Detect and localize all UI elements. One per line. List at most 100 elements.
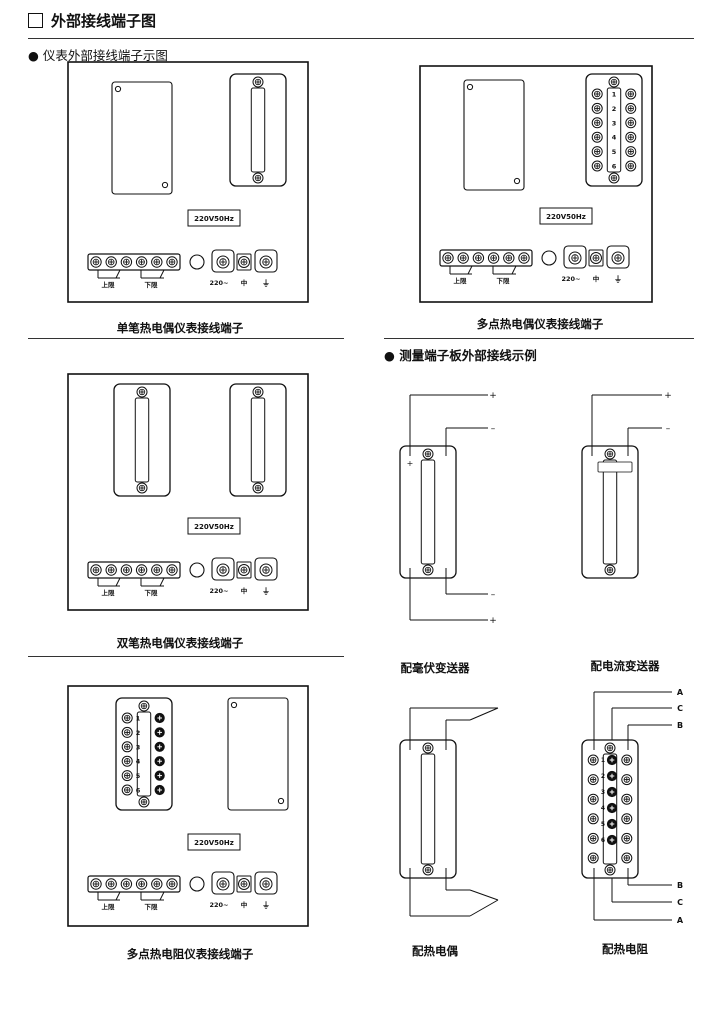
terminal-screw-ring (254, 388, 262, 396)
terminal-screw-ring (168, 258, 176, 266)
terminal-number: 5 (601, 821, 605, 828)
signal-terminal-strip (87, 875, 181, 893)
terminal-letter: B (677, 721, 683, 730)
terminal-screw-ring (623, 756, 630, 764)
terminal-screw-ring (606, 566, 614, 574)
terminal-number: 2 (136, 729, 141, 737)
shunt-bridge (597, 461, 633, 473)
terminal-screw-ring (107, 880, 115, 888)
terminal-screw-ring (424, 866, 432, 874)
wire (469, 889, 499, 901)
limit-wire (467, 265, 473, 275)
terminal-screw-ring (606, 450, 614, 458)
signal-terminal-strip (87, 561, 181, 579)
terminal-number: 2 (601, 773, 605, 780)
cover-screw (114, 85, 122, 93)
terminal-screw-ring (623, 854, 630, 862)
page-title: 外部接线端子图 (51, 12, 157, 30)
indicator-lamp (189, 876, 205, 892)
terminal-screw-ring (124, 729, 131, 736)
caption-multipoint-tc: 多点热电偶仪表接线端子 (476, 317, 604, 331)
terminal-screw-ring (153, 566, 161, 574)
terminal-slot (420, 459, 436, 565)
terminal-screw-ring (606, 866, 614, 874)
terminal-screw-ring (590, 854, 597, 862)
terminal-slot (250, 87, 266, 173)
terminal-screw-ring (594, 90, 601, 98)
terminal-screw-ring (627, 148, 634, 155)
rating-plate (187, 833, 241, 851)
terminal-screw-ring (219, 258, 227, 266)
cover-screw (230, 701, 238, 709)
wire (469, 899, 499, 917)
neutral-label: 中 (241, 586, 248, 595)
signal-terminal-strip (87, 253, 181, 271)
caption-millivolt: 配毫伏变送器 (400, 661, 470, 675)
upper-limit-label: 上限 (102, 588, 116, 597)
terminal-screw-ring (168, 566, 176, 574)
terminal-screw-ring (124, 714, 131, 722)
minus-sign: – (666, 424, 671, 434)
plus-sign: + (489, 616, 497, 626)
rating-label: 220V50Hz (194, 523, 234, 531)
terminal-number: 6 (136, 787, 141, 795)
terminal-screw-ring (606, 744, 614, 752)
terminal-number: 3 (612, 119, 617, 127)
voltage-label: 220~ (209, 901, 228, 909)
terminal-screw-ring (590, 796, 597, 803)
cover-screw (161, 181, 169, 189)
ground-label: ⏚ (262, 587, 270, 596)
terminal-screw-ring (627, 134, 634, 141)
terminal-screw-ring (627, 105, 634, 112)
section-heading-external: ● 仪表外部接线端子示图 (28, 48, 168, 63)
neutral-label: 中 (241, 900, 248, 909)
plus-sign: + (664, 391, 672, 401)
caption-current: 配电流变送器 (590, 659, 660, 673)
terminal-screw-ring (107, 566, 115, 574)
terminal-slot (420, 753, 436, 865)
terminal-screw-ring (138, 566, 145, 574)
terminal-number: 5 (612, 148, 617, 156)
section-heading-wiring: ● 测量端子板外部接线示例 (384, 348, 537, 363)
terminal-screw-ring (520, 254, 528, 262)
minus-sign: – (491, 424, 496, 434)
terminal-screw-ring (138, 258, 145, 266)
terminal-screw-ring (92, 880, 100, 888)
voltage-label: 220~ (561, 275, 580, 283)
terminal-letter: A (677, 688, 684, 697)
minus-sign: – (491, 590, 496, 600)
terminal-screw-ring (590, 776, 597, 783)
terminal-screw-ring (240, 566, 248, 574)
divider-left-2 (28, 656, 344, 657)
divider-left-1 (28, 338, 344, 339)
terminal-screw-ring (627, 162, 634, 170)
terminal-number: 4 (612, 134, 617, 142)
terminal-number: 3 (601, 789, 605, 796)
terminal-screw-ring (594, 105, 601, 112)
caption-thermocouple: 配热电偶 (412, 944, 458, 958)
lower-limit-label: 下限 (497, 276, 511, 285)
terminal-slot (136, 711, 152, 797)
terminal-screw-ring (590, 815, 597, 822)
terminal-screw-ring (475, 254, 482, 262)
cover-plate (227, 697, 289, 811)
terminal-number: 3 (136, 743, 141, 751)
terminal-screw-ring (153, 258, 161, 266)
terminal-screw-ring (594, 162, 601, 170)
terminal-screw-ring (124, 743, 131, 750)
cover-screw (513, 177, 521, 185)
terminal-screw-ring (254, 484, 262, 492)
limit-wire (115, 577, 121, 587)
terminal-screw-ring (424, 744, 432, 752)
neutral-label: 中 (241, 278, 248, 287)
terminal-screw-ring (240, 258, 248, 266)
terminal-screw-ring (594, 134, 601, 141)
terminal-number: 4 (601, 805, 605, 812)
ground-label: ⏚ (614, 275, 622, 284)
terminal-letter: B (677, 881, 683, 890)
terminal-screw-ring (262, 258, 270, 266)
terminal-slot (606, 87, 622, 173)
terminal-letter: C (677, 704, 683, 713)
caption-multipoint-rtd: 多点热电阻仪表接线端子 (126, 947, 254, 961)
